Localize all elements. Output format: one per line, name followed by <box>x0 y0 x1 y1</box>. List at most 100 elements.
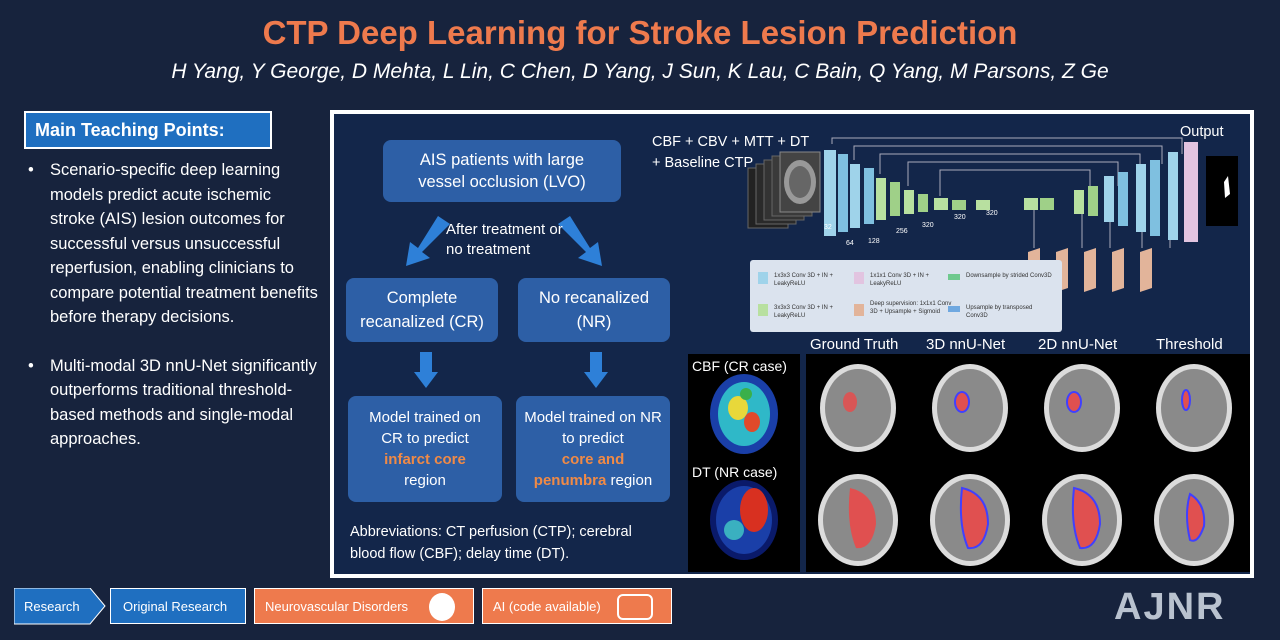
conv-block-blue <box>1150 160 1160 236</box>
ct-scan-icon <box>1154 474 1234 566</box>
legend-item: 1x1x1 Conv 3D + IN + LeakyReLU <box>870 273 930 287</box>
legend-item: Deep supervision: 1x1x1 Conv 3D + Upsamp… <box>870 301 952 315</box>
ct-scan-icon <box>930 474 1010 566</box>
teaching-point-text: Multi-modal 3D nnU-Net significantly out… <box>50 356 317 449</box>
teaching-points-heading: Main Teaching Points: <box>24 111 272 149</box>
conv-block-green <box>904 190 914 214</box>
legend-item: Downsample by strided Conv3D <box>966 273 1052 279</box>
column-header: 2D nnU-Net <box>1038 336 1118 353</box>
channel-label: 64 <box>846 240 854 247</box>
conv-block-blue <box>824 150 836 236</box>
column-header: Threshold <box>1156 336 1223 353</box>
conv-block-blue <box>1136 164 1146 232</box>
conv-block-blue <box>1168 152 1178 240</box>
model-nr-highlight: core and <box>561 451 625 468</box>
model-nr-suffix: region <box>610 472 653 489</box>
figure-panel: AIS patients with large vessel occlusion… <box>330 110 1254 578</box>
conv-block-blue <box>850 164 860 228</box>
model-cr-text: Model trained on CR to predict <box>369 409 481 447</box>
conv-block-green <box>976 200 990 210</box>
legend-arrow-icon <box>948 274 960 280</box>
conv-block-blue <box>1104 176 1114 222</box>
column-header: 3D nnU-Net <box>926 336 1006 353</box>
conv-block-green <box>1040 198 1054 210</box>
input-label: CBF + CBV + MTT + DT + Baseline CTP <box>652 134 809 171</box>
legend-swatch-salmon <box>854 304 864 316</box>
conv-block-blue <box>864 168 874 224</box>
arrow-down-icon <box>414 352 438 388</box>
segmentation-images <box>818 364 1234 566</box>
flow-box-patients-text: AIS patients with large vessel occlusion… <box>418 151 586 191</box>
flow-box-model-cr: Model trained on CR to predict infarct c… <box>348 396 502 502</box>
ai-code-icon <box>617 594 653 620</box>
output-map <box>1206 156 1238 226</box>
conv-block-green <box>1024 198 1038 210</box>
ct-scan-icon <box>932 364 1008 452</box>
flow-box-patients: AIS patients with large vessel occlusion… <box>383 140 621 202</box>
legend-swatch-green <box>758 304 768 316</box>
conv-block-green <box>934 198 948 210</box>
channel-label: 320 <box>954 214 966 221</box>
flow-box-cr-text: Complete recanalized (CR) <box>360 289 484 331</box>
conv-block-green <box>876 178 886 220</box>
arrow-down-icon <box>584 352 608 388</box>
channel-label: 128 <box>868 238 880 245</box>
tag-ai[interactable]: AI (code available) <box>482 588 672 624</box>
teaching-point-text: Scenario-specific deep learning models p… <box>50 161 318 326</box>
channel-label: 320 <box>922 222 934 229</box>
teaching-point: • Scenario-specific deep learning models… <box>26 158 318 330</box>
figure-panel-inner: AIS patients with large vessel occlusion… <box>334 114 1250 574</box>
teaching-point: • Multi-modal 3D nnU-Net significantly o… <box>26 354 318 452</box>
split-arrows <box>406 216 602 266</box>
tag-ai-label: AI (code available) <box>493 598 601 614</box>
deep-supervision-block <box>1112 248 1124 292</box>
legend-swatch-pink <box>854 272 864 284</box>
arrow-left-icon <box>406 216 450 266</box>
teaching-points-list: • Scenario-specific deep learning models… <box>26 158 318 476</box>
flow-box-model-nr-text: Model trained on NR to predict core and … <box>524 407 662 491</box>
output-label: Output <box>1180 124 1224 140</box>
head-icon <box>429 593 455 621</box>
conv-block-green <box>1088 186 1098 216</box>
tag-neurovascular[interactable]: Neurovascular Disorders <box>254 588 474 624</box>
ct-scan-icon <box>1042 474 1122 566</box>
flow-box-model-cr-text: Model trained on CR to predict infarct c… <box>358 407 492 491</box>
tag-neurovascular-label: Neurovascular Disorders <box>265 598 409 614</box>
unet-diagram <box>747 137 1238 292</box>
conv-block-green <box>952 200 966 210</box>
flow-box-nr-text: No recanalized (NR) <box>538 289 650 331</box>
channel-label: 32 <box>824 224 832 231</box>
deep-supervision-block <box>1140 248 1152 292</box>
model-nr-text: Model trained on NR to predict <box>524 409 662 447</box>
cbf-row-image: CBF (CR case) DT (NR case) <box>688 354 800 572</box>
conv-block-pink <box>1184 142 1198 242</box>
bullet-icon: • <box>28 356 34 375</box>
channel-label: 320 <box>986 210 998 217</box>
arrow-right-icon <box>558 216 602 266</box>
footer-arrow-tag[interactable] <box>14 588 106 625</box>
perfusion-maps <box>710 374 778 560</box>
tag-original-research[interactable]: Original Research <box>110 588 246 624</box>
flow-box-model-nr: Model trained on NR to predict core and … <box>516 396 670 502</box>
conv-block-blue <box>838 154 848 232</box>
flow-box-cr: Complete recanalized (CR) <box>346 278 498 342</box>
treatment-label: After treatment or no treatment <box>446 221 563 258</box>
conv-block-green <box>1074 190 1084 214</box>
legend-item: 3x3x3 Conv 3D + IN + LeakyReLU <box>774 305 834 319</box>
conv-block-blue <box>1118 172 1128 226</box>
channel-label: 256 <box>896 228 908 235</box>
conv-block-green <box>890 182 900 216</box>
segmentation-grid <box>806 354 1250 572</box>
abbreviations: Abbreviations: CT perfusion (CTP); cereb… <box>350 524 632 562</box>
model-cr-suffix: region <box>404 472 446 489</box>
ct-scan-icon <box>1044 364 1120 452</box>
model-cr-highlight: infarct core <box>384 451 466 468</box>
deep-supervision-block <box>1084 248 1096 292</box>
model-nr-highlight: penumbra <box>533 472 607 489</box>
legend-swatch-blue <box>758 272 768 284</box>
tag-research[interactable]: Research <box>24 598 80 614</box>
legend-arrow-icon <box>948 306 960 312</box>
flow-box-nr: No recanalized (NR) <box>518 278 670 342</box>
ct-scan-icon <box>820 364 896 452</box>
author-list: H Yang, Y George, D Mehta, L Lin, C Chen… <box>171 60 1109 83</box>
